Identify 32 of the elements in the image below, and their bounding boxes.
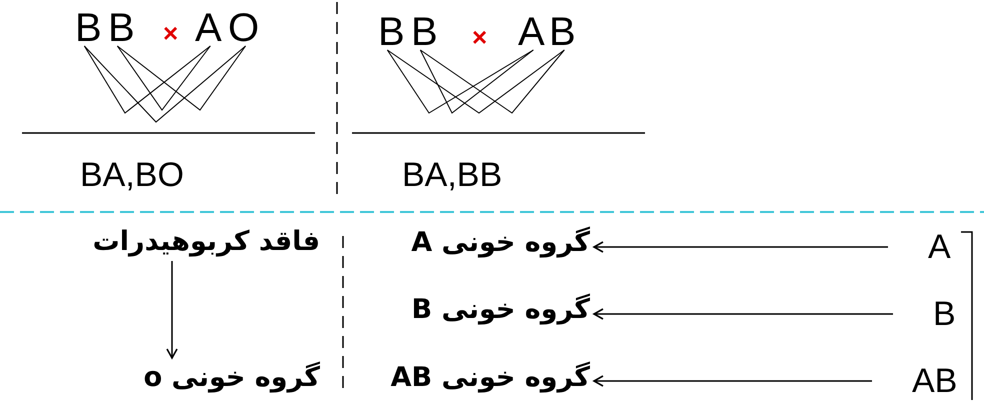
cross-line bbox=[116, 46, 211, 111]
allele-letter: B bbox=[933, 297, 956, 331]
arrow bbox=[593, 375, 872, 387]
cross-line bbox=[84, 46, 211, 114]
cross-line bbox=[116, 46, 246, 111]
cross-line bbox=[386, 50, 534, 114]
allele-letter: O bbox=[228, 8, 260, 48]
allele-letter: B bbox=[108, 8, 135, 48]
arrow bbox=[166, 261, 178, 359]
allele-letter: B bbox=[378, 12, 405, 52]
cross-line bbox=[386, 50, 565, 114]
blood-group-label: گروه خونی B bbox=[412, 296, 590, 323]
cross-line bbox=[84, 46, 246, 123]
blood-group-label: گروه خونی AB bbox=[390, 364, 590, 391]
allele-letter: AB bbox=[912, 364, 958, 398]
cross-line bbox=[420, 50, 565, 114]
blood-group-label: گروه خونی A bbox=[411, 229, 590, 256]
allele-letter: A bbox=[518, 12, 545, 52]
blood-group-label: گروه خونی o bbox=[144, 364, 320, 391]
allele-letter: B bbox=[75, 8, 102, 48]
offspring-genotypes: BA,BB bbox=[402, 158, 502, 192]
allele-letter: A bbox=[928, 230, 951, 264]
offspring-genotypes: BA,BO bbox=[80, 158, 184, 192]
blood-group-label: فاقد کربوهیدرات bbox=[92, 228, 320, 255]
cross-sign: × bbox=[163, 20, 178, 46]
arrow bbox=[593, 308, 893, 320]
allele-letter: B bbox=[411, 12, 438, 52]
allele-letter: A bbox=[195, 8, 222, 48]
cross-line bbox=[420, 50, 534, 114]
allele-letter: B bbox=[549, 12, 576, 52]
arrow bbox=[593, 241, 888, 253]
cross-sign: × bbox=[472, 24, 488, 50]
